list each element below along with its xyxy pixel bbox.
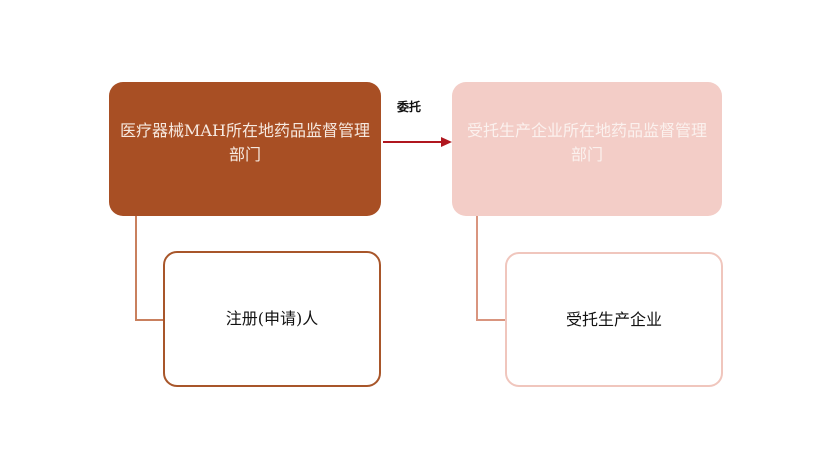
delegation-label: 委托 — [397, 100, 422, 114]
left-connector — [135, 216, 163, 321]
contract-regulator-label: 受托生产企业所在地药品监督管理部门 — [466, 121, 707, 164]
right-connector — [476, 216, 505, 321]
mah-regulator-label: 医疗器械MAH所在地药品监督管理部门 — [120, 121, 370, 164]
arrowhead-icon — [441, 137, 452, 147]
contract-manufacturer-label: 受托生产企业 — [565, 309, 662, 329]
contract-manufacturer-regulator-box: 受托生产企业所在地药品监督管理部门 — [452, 82, 722, 216]
registrant-box: 注册(申请)人 — [163, 251, 381, 387]
contract-manufacturer-box: 受托生产企业 — [505, 252, 723, 387]
registrant-label: 注册(申请)人 — [225, 309, 319, 328]
mah-regulator-box: 医疗器械MAH所在地药品监督管理部门 — [109, 82, 381, 216]
